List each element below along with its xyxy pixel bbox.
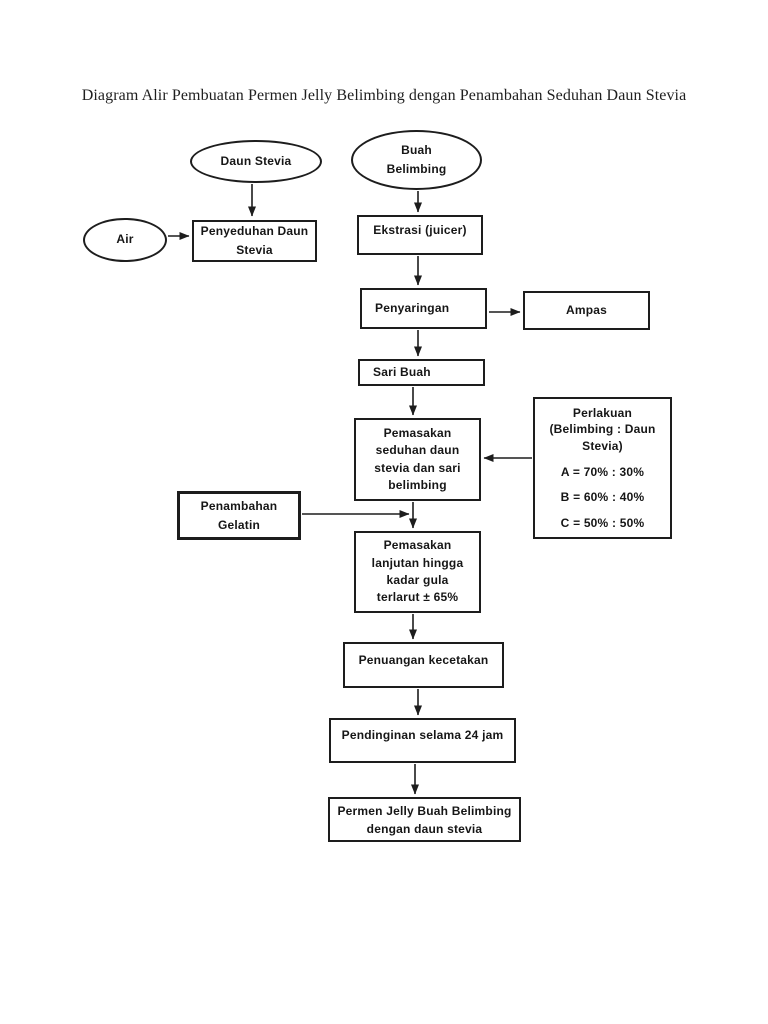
node-label: Pendinginan selama 24 jam (341, 728, 504, 743)
node-label: Air (116, 232, 134, 247)
node-pemasakan-seduhan: Pemasakan seduhan daun stevia dan sari b… (354, 418, 481, 501)
node-label-line: lanjutan hingga (371, 555, 464, 570)
node-label-line: (Belimbing : Daun (549, 422, 656, 437)
node-label-line: Buah (401, 142, 432, 157)
node-label-line: Belimbing (386, 162, 447, 176)
node-penambahan-gelatin: Penambahan Gelatin (177, 491, 301, 540)
treatment-ratio-c: C = 50% : 50% (560, 515, 645, 530)
node-label-line: Pemasakan (383, 538, 452, 553)
node-label: Penuangan kecetakan (358, 652, 489, 667)
node-label: Ekstrasi (juicer) (373, 222, 467, 237)
treatment-ratio-b: B = 60% : 40% (560, 490, 645, 505)
node-penyeduhan-daun-stevia: Penyeduhan Daun Stevia (192, 220, 317, 262)
node-label-line: seduhan daun (375, 443, 460, 458)
node-buah-belimbing: Buah Belimbing (351, 130, 482, 190)
node-ekstrasi-juicer: Ekstrasi (juicer) (357, 215, 483, 255)
node-ampas: Ampas (523, 291, 650, 330)
node-pemasakan-lanjutan: Pemasakan lanjutan hingga kadar gula ter… (354, 531, 481, 613)
node-penyaringan: Penyaringan (360, 288, 487, 329)
node-label: Sari Buah (373, 364, 431, 379)
node-label-line: Permen Jelly Buah Belimbing (337, 803, 512, 818)
node-label-line: dengan daun stevia (366, 821, 483, 836)
node-permen-jelly: Permen Jelly Buah Belimbing dengan daun … (328, 797, 521, 842)
treatment-ratio-a: A = 70% : 30% (560, 464, 645, 479)
node-label-line: belimbing (388, 477, 447, 492)
page-title: Diagram Alir Pembuatan Permen Jelly Beli… (81, 87, 687, 104)
node-label: Ampas (565, 302, 607, 317)
node-label: Penyaringan (375, 300, 450, 315)
node-label-line: Stevia (236, 243, 273, 257)
node-label-line: Stevia) (582, 438, 623, 453)
node-perlakuan: Perlakuan (Belimbing : Daun Stevia) A = … (533, 397, 672, 539)
node-label: Daun Stevia (220, 153, 292, 168)
node-label-line: terlarut ± 65% (376, 590, 459, 605)
node-label-line: kadar gula (386, 573, 449, 587)
node-sari-buah: Sari Buah (358, 359, 485, 386)
node-label-line: Perlakuan (572, 405, 633, 420)
node-label-line: Penyeduhan Daun (200, 224, 309, 239)
node-label-line: stevia dan sari (374, 460, 461, 475)
node-label-line: Pemasakan (383, 425, 452, 440)
node-daun-stevia: Daun Stevia (190, 140, 322, 183)
node-air: Air (83, 218, 167, 262)
node-label-line: Penambahan (200, 498, 278, 513)
node-penuangan-kecetakan: Penuangan kecetakan (343, 642, 504, 688)
node-label-line: Gelatin (217, 517, 261, 532)
node-pendinginan: Pendinginan selama 24 jam (329, 718, 516, 763)
